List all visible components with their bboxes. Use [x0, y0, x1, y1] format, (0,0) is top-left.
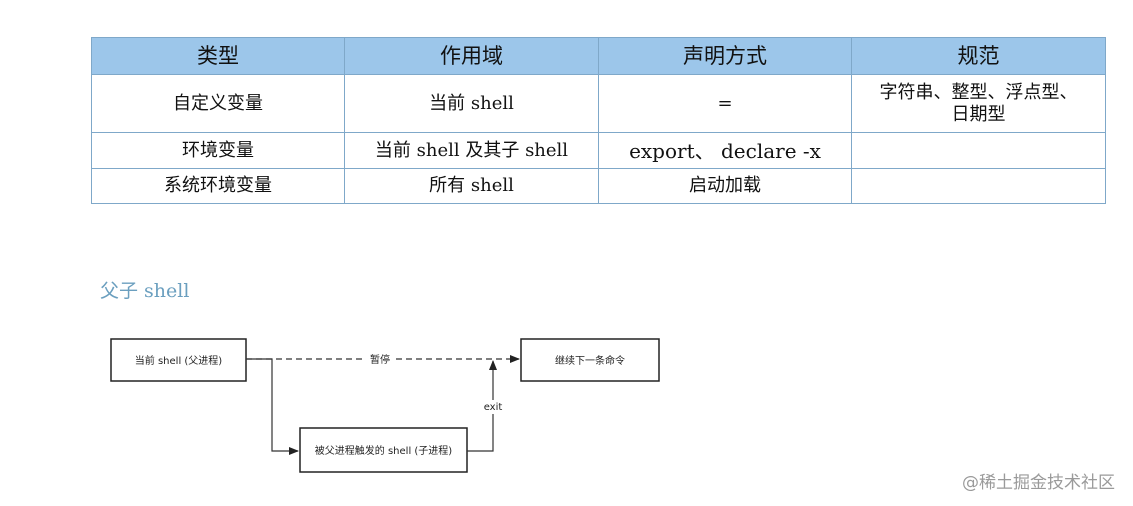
cell-spec: [851, 132, 1106, 169]
header-scope: 作用域: [344, 37, 599, 75]
cell-type: 自定义变量: [91, 74, 345, 133]
cell-scope: 所有 shell: [344, 168, 599, 204]
cell-scope: 当前 shell: [344, 74, 599, 133]
parent-shell-label: 当前 shell (父进程): [135, 354, 223, 367]
table-row: 环境变量 当前 shell 及其子 shell export、 declare …: [91, 132, 1106, 169]
variables-table: 类型 作用域 声明方式 规范 自定义变量 当前 shell = 字符串、整型、浮…: [91, 37, 1106, 204]
cell-declare: 启动加载: [598, 168, 852, 204]
next-command-label: 继续下一条命令: [555, 354, 625, 367]
cell-spec: 字符串、整型、浮点型、 日期型: [851, 74, 1106, 133]
cell-spec-line: 日期型: [951, 103, 1006, 125]
exit-arrow: [467, 360, 497, 452]
header-spec: 规范: [851, 37, 1106, 75]
cell-type: 环境变量: [91, 132, 345, 169]
child-shell-box: [299, 427, 468, 473]
next-command-box: [520, 338, 660, 382]
cell-type: 系统环境变量: [91, 168, 345, 204]
cell-scope: 当前 shell 及其子 shell: [344, 132, 599, 169]
exit-label: exit: [484, 402, 503, 413]
spawn-child-arrow: [246, 358, 299, 455]
cell-spec-line: 字符串、整型、浮点型、: [879, 81, 1078, 103]
cell-declare: =: [598, 74, 852, 133]
cell-declare: export、 declare -x: [598, 132, 852, 169]
table-header-row: 类型 作用域 声明方式 规范: [91, 37, 1106, 75]
pause-label: 暂停: [370, 353, 390, 366]
child-shell-label: 被父进程触发的 shell (子进程): [315, 444, 453, 457]
section-title: 父子 shell: [100, 280, 190, 302]
header-type: 类型: [91, 37, 345, 75]
parent-shell-box: [110, 338, 247, 382]
pause-label-bg: [364, 352, 396, 366]
exit-label-bg: [480, 400, 506, 414]
table-row: 自定义变量 当前 shell = 字符串、整型、浮点型、 日期型: [91, 74, 1106, 133]
parent-child-shell-diagram: 当前 shell (父进程) 继续下一条命令 被父进程触发的 shell (子进…: [110, 338, 660, 473]
header-declare: 声明方式: [598, 37, 852, 75]
cell-spec: [851, 168, 1106, 204]
watermark: @稀土掘金技术社区: [962, 473, 1115, 493]
table-row: 系统环境变量 所有 shell 启动加载: [91, 168, 1106, 204]
